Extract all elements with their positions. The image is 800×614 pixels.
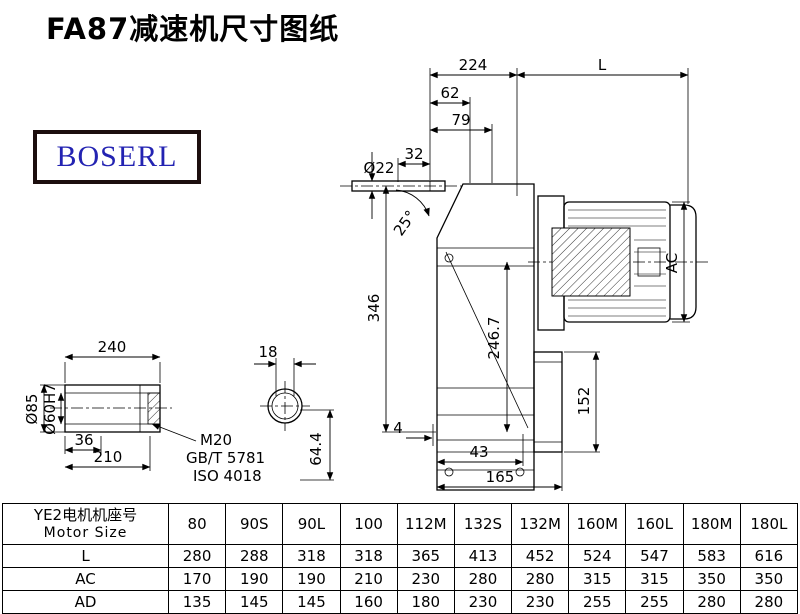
cell-AD-8: 255	[625, 590, 684, 614]
dim-62-label: 62	[440, 84, 459, 102]
row-label-AC: AC	[2, 567, 169, 591]
col-header-160L: 160L	[625, 503, 684, 545]
cell-AC-6: 280	[511, 567, 570, 591]
cell-L-0: 280	[167, 544, 227, 568]
motor-nameplate	[637, 247, 661, 277]
dim-18-label: 18	[258, 343, 277, 361]
page-title: FA87减速机尺寸图纸	[46, 12, 340, 46]
cell-AD-3: 160	[339, 590, 398, 614]
cell-L-3: 318	[339, 544, 398, 568]
col-header-90S: 90S	[225, 503, 284, 545]
cell-L-4: 365	[396, 544, 455, 568]
cell-AC-3: 210	[339, 567, 398, 591]
dim-AC-label: AC	[663, 253, 681, 273]
thread-m20-label: M20	[200, 431, 232, 449]
table-header-cn: YE2电机机座号	[33, 505, 138, 524]
input-shaft	[340, 180, 462, 192]
cell-AC-2: 190	[282, 567, 341, 591]
cell-L-8: 547	[625, 544, 684, 568]
cell-AC-4: 230	[396, 567, 455, 591]
dim-43-label: 43	[469, 443, 488, 461]
table-row-AD: AD 135 145 145 160 180 230 230 255 255 2…	[2, 590, 799, 614]
col-header-132S: 132S	[453, 503, 513, 545]
table-row-AC: AC 170 190 190 210 230 280 280 315 315 3…	[2, 567, 799, 591]
cell-AD-5: 230	[453, 590, 513, 614]
motor	[528, 195, 708, 331]
cell-AD-0: 135	[167, 590, 227, 614]
dim-152-label: 152	[575, 387, 593, 416]
table-header-motor-size: YE2电机机座号 Motor Size	[2, 503, 169, 545]
cell-AD-9: 280	[682, 590, 741, 614]
cell-L-1: 288	[225, 544, 284, 568]
cell-AC-7: 315	[568, 567, 627, 591]
dimension-labels: 224 L 62 79 32 Ø22 25° 346 246.7 AC 152 …	[23, 56, 681, 486]
dim-210-label: 210	[94, 448, 123, 466]
table-header-row: YE2电机机座号 Motor Size 80 90S 90L 100 112M …	[2, 503, 799, 545]
cell-AD-4: 180	[396, 590, 455, 614]
gearbox-body	[436, 183, 535, 491]
cell-L-7: 524	[568, 544, 627, 568]
dim-79-label: 79	[451, 111, 470, 129]
cell-AD-2: 145	[282, 590, 341, 614]
motor-fins	[568, 209, 666, 317]
dim-165-label: 165	[486, 468, 515, 486]
cell-AD-1: 145	[225, 590, 284, 614]
dim-224-label: 224	[459, 56, 488, 74]
cell-L-6: 452	[511, 544, 570, 568]
standard-iso-label: ISO 4018	[193, 467, 262, 485]
dim-36-label: 36	[74, 431, 93, 449]
dim-246-7-label: 246.7	[485, 317, 503, 360]
cell-AD-10: 280	[739, 590, 799, 614]
col-header-160M: 160M	[568, 503, 627, 545]
col-header-112M: 112M	[396, 503, 455, 545]
cell-AD-6: 230	[511, 590, 570, 614]
dim-346-label: 346	[365, 294, 383, 323]
cell-L-10: 616	[739, 544, 799, 568]
dim-240-label: 240	[98, 338, 127, 356]
technical-drawing: 224 L 62 79 32 Ø22 25° 346 246.7 AC 152 …	[23, 56, 708, 491]
col-header-180L: 180L	[739, 503, 799, 545]
cell-AC-10: 350	[739, 567, 799, 591]
dim-L-label: L	[598, 56, 607, 74]
boserl-logo-text: BOSERL	[56, 140, 178, 173]
bore-detail-dims	[254, 358, 334, 481]
output-flange	[533, 351, 563, 453]
cell-AC-1: 190	[225, 567, 284, 591]
shaft-detail-dims	[40, 353, 197, 471]
cell-AD-7: 255	[568, 590, 627, 614]
cell-L-5: 413	[453, 544, 513, 568]
col-header-80: 80	[167, 503, 227, 545]
cell-AC-9: 350	[682, 567, 741, 591]
col-header-100: 100	[339, 503, 398, 545]
table-header-en: Motor Size	[43, 524, 128, 541]
standard-gbt-label: GB/T 5781	[186, 449, 265, 467]
dim-64-4-label: 64.4	[307, 432, 325, 465]
cell-AC-8: 315	[625, 567, 684, 591]
row-label-AD: AD	[2, 590, 169, 614]
dim-25deg-label: 25°	[390, 207, 420, 239]
shaft-detail	[40, 353, 197, 471]
table-row-L: L 280 288 318 318 365 413 452 524 547 58…	[2, 544, 799, 568]
boserl-logo: BOSERL	[33, 130, 201, 184]
cell-L-9: 583	[682, 544, 741, 568]
motor-size-table: YE2电机机座号 Motor Size 80 90S 90L 100 112M …	[2, 503, 799, 614]
fan-cover	[670, 204, 697, 320]
col-header-180M: 180M	[682, 503, 741, 545]
bore-detail	[254, 358, 334, 481]
cell-AC-5: 280	[453, 567, 513, 591]
dim-32-label: 32	[404, 145, 423, 163]
dim-dia60H7-label: Ø60H7	[41, 383, 59, 435]
col-header-90L: 90L	[282, 503, 341, 545]
dim-dia85-label: Ø85	[23, 394, 41, 425]
row-label-L: L	[2, 544, 169, 568]
cell-AC-0: 170	[167, 567, 227, 591]
dimension-lines	[368, 68, 690, 491]
stator-hatch	[551, 227, 631, 297]
cell-L-2: 318	[282, 544, 341, 568]
dim-dia22-label: Ø22	[364, 159, 395, 177]
col-header-132M: 132M	[511, 503, 570, 545]
dim-4-label: 4	[393, 419, 403, 437]
